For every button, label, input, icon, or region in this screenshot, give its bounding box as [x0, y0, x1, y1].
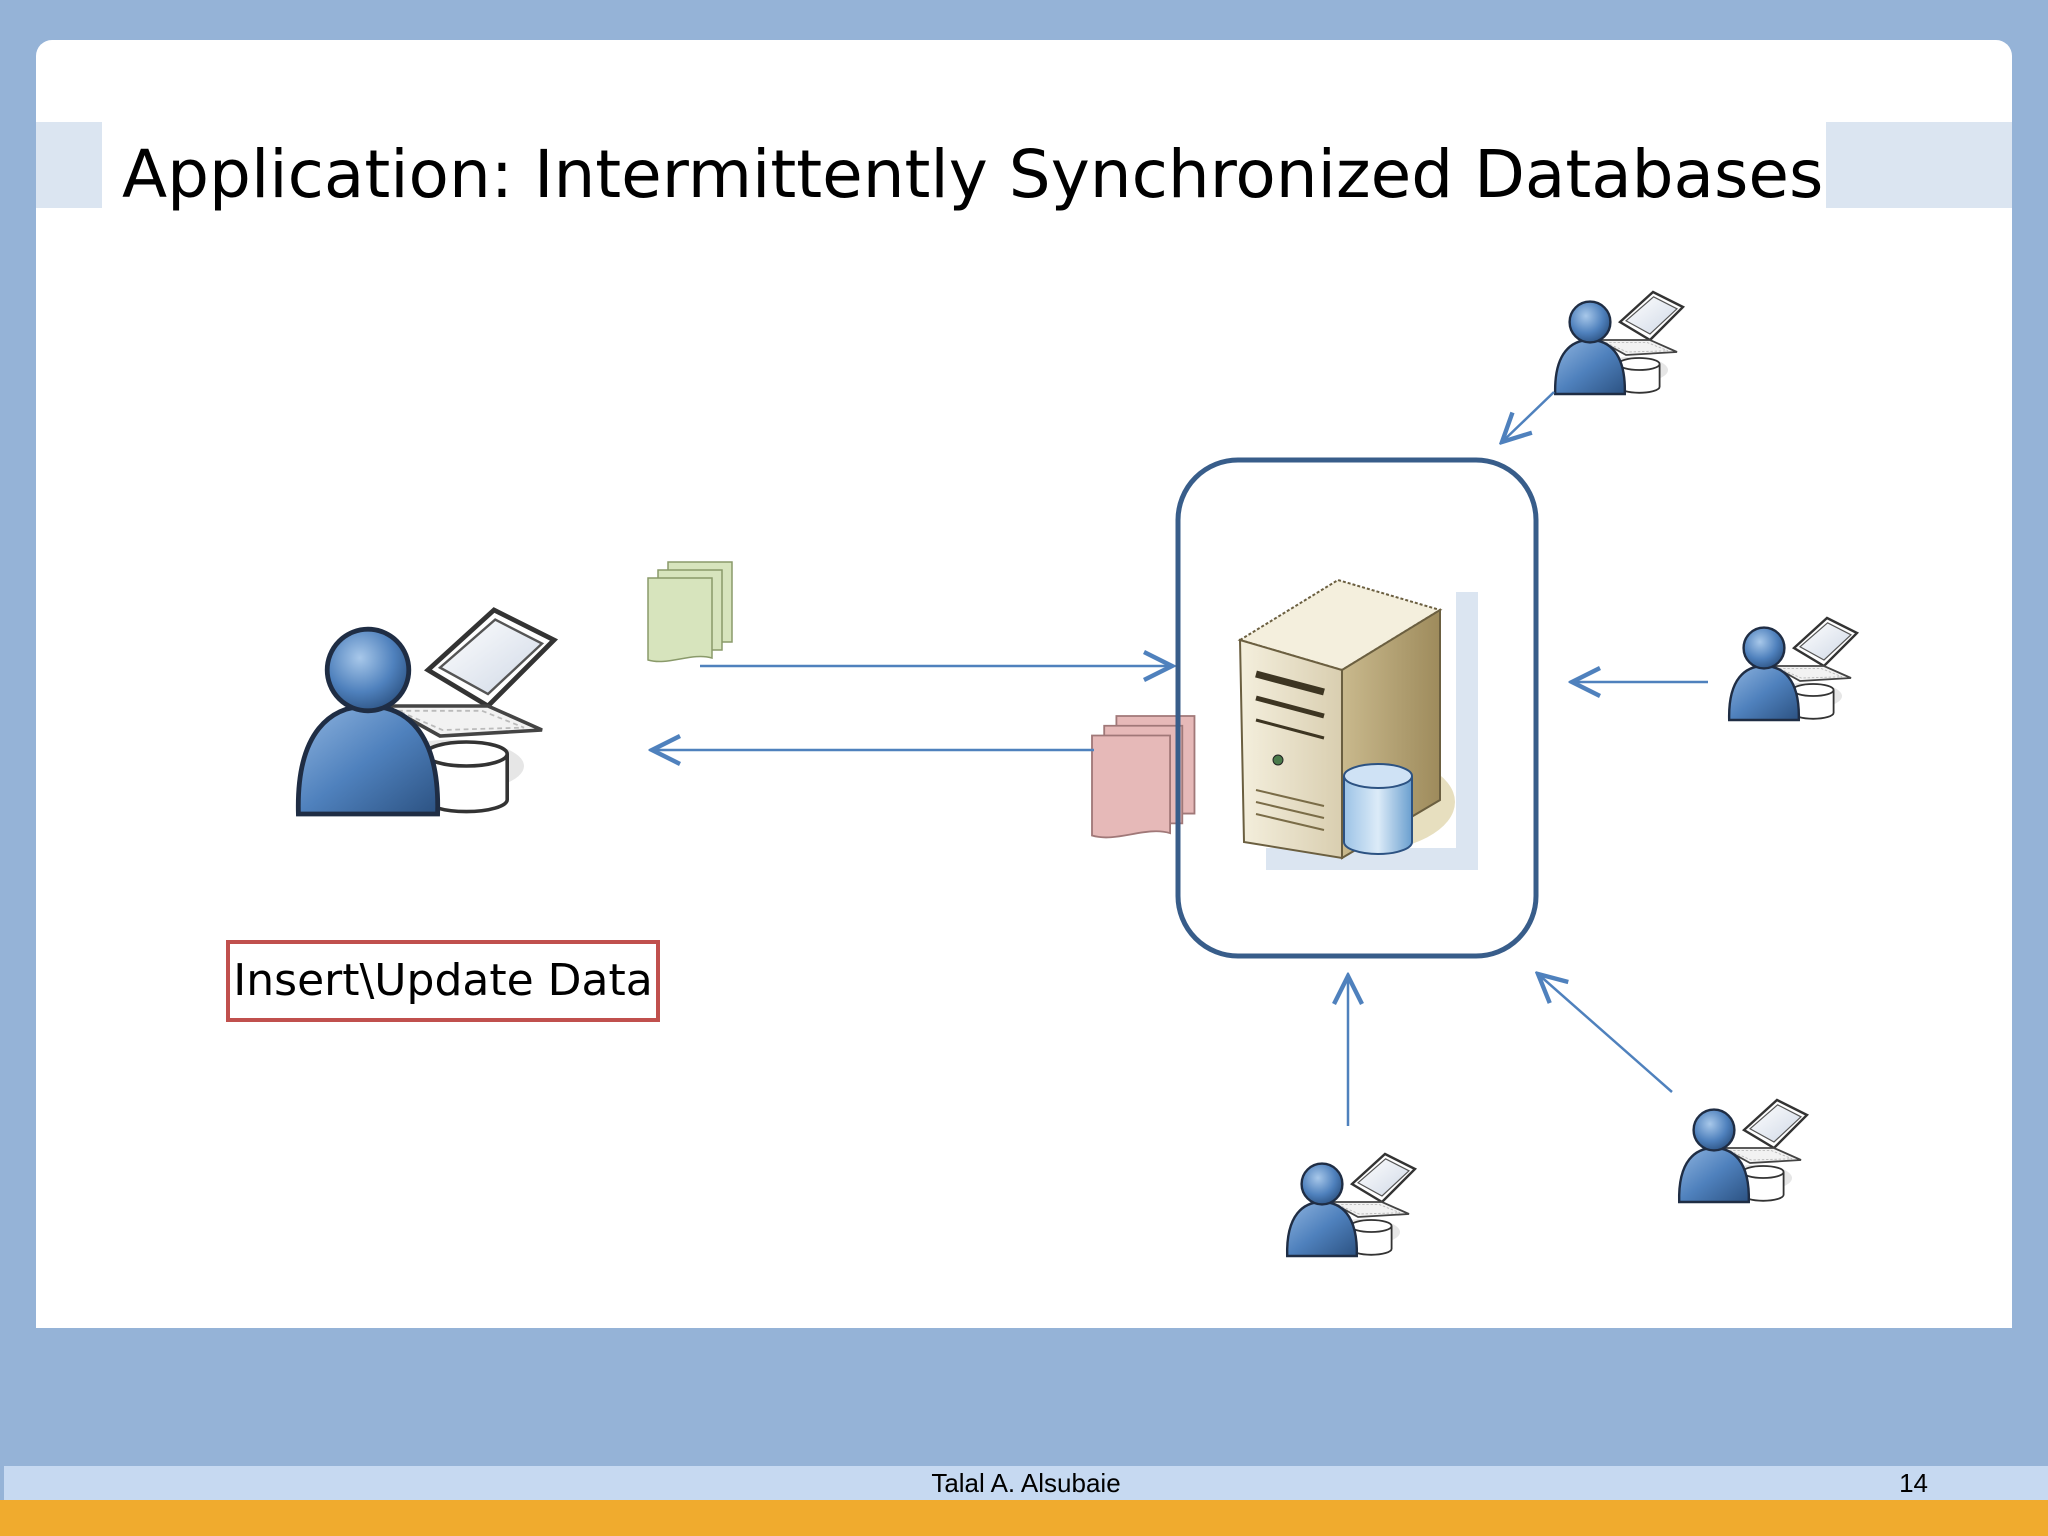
user-laptop-db-icon — [1677, 1098, 1809, 1204]
title-band-left — [36, 122, 102, 208]
user-laptop-db-icon — [1285, 1152, 1417, 1258]
sync-arrow — [1502, 391, 1555, 442]
red-documents-icon — [1091, 715, 1196, 839]
user-laptop-db-icon — [1727, 616, 1859, 722]
bottom-accent-bar — [0, 1500, 2048, 1536]
slide-title: Application: Intermittently Synchronized… — [122, 136, 1824, 213]
insert-update-label: Insert\Update Data — [233, 955, 653, 1006]
page-number: 14 — [1899, 1468, 1928, 1498]
footer-bar: Talal A. Alsubaie 14 — [4, 1466, 2048, 1500]
user-laptop-db-icon — [298, 610, 554, 814]
footer-author: Talal A. Alsubaie — [931, 1468, 1121, 1498]
green-documents-icon — [647, 561, 733, 663]
server-frame — [1175, 457, 1539, 959]
user-laptop-db-icon — [1553, 290, 1685, 396]
insert-update-label-box: Insert\Update Data — [226, 940, 660, 1022]
server-db-icon — [1237, 578, 1478, 870]
title-band-right — [1826, 122, 2012, 208]
sync-arrow — [1538, 974, 1673, 1093]
